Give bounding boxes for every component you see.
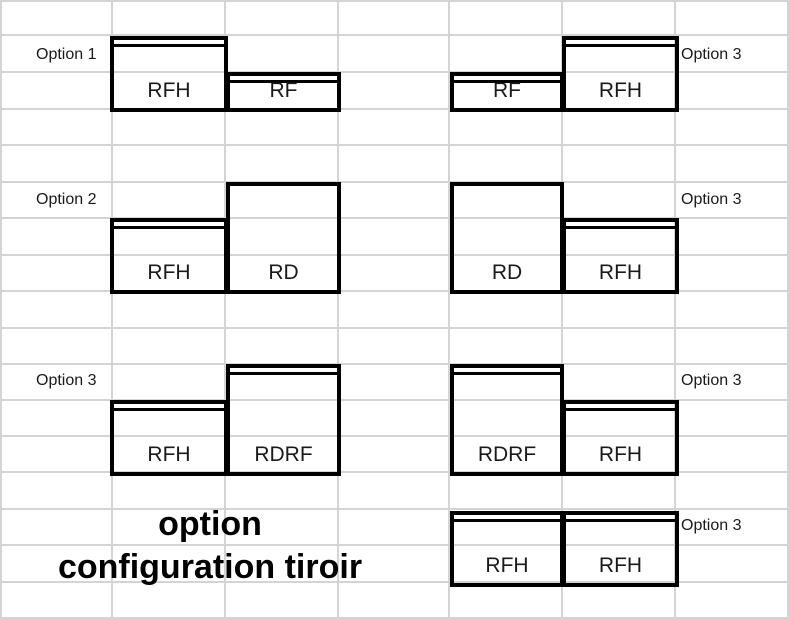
option-label-right-option-3-c: Option 3	[681, 372, 742, 389]
drawer-lip-line	[114, 226, 224, 229]
drawer-lip-line	[230, 80, 337, 83]
drawer-label: RFH	[598, 443, 643, 466]
drawer-lip-line	[114, 408, 224, 411]
gridline-row-4	[0, 144, 789, 146]
drawer-label: RF	[269, 79, 298, 102]
drawer-label: RDRF	[254, 443, 313, 466]
drawer-box-rfh-3-1[interactable]: RFH	[562, 218, 679, 294]
drawer-box-rd-2-1[interactable]: RD	[226, 182, 341, 294]
gridline-row-5	[0, 181, 789, 183]
drawer-lip-line	[566, 44, 675, 47]
drawer-label: RDRF	[477, 443, 537, 466]
drawer-box-rdrf-5-0[interactable]: RDRF	[450, 364, 564, 476]
drawer-label: RFH	[485, 554, 529, 577]
option-label-right-option-3-d: Option 3	[681, 517, 742, 534]
gridline-row-9	[0, 327, 789, 329]
option-label-left-option-2: Option 2	[36, 191, 97, 208]
option-label-left-option-3: Option 3	[36, 372, 97, 389]
drawer-label: RFH	[598, 79, 643, 102]
drawer-box-rd-3-0[interactable]: RD	[450, 182, 564, 294]
option-label-left-option-1: Option 1	[36, 46, 97, 63]
drawer-box-rf-1-0[interactable]: RF	[450, 72, 564, 112]
option-label-right-option-3-a: Option 3	[681, 46, 742, 63]
drawer-lip-line	[566, 408, 675, 411]
drawer-label: RFH	[147, 79, 191, 102]
drawer-lip-line	[454, 519, 560, 522]
drawer-box-rfh-1-1[interactable]: RFH	[562, 36, 679, 112]
drawer-lip-line	[454, 80, 560, 83]
drawer-lip-line	[114, 44, 224, 47]
drawer-box-rfh-2-0[interactable]: RFH	[110, 218, 228, 294]
drawer-label: RFH	[147, 261, 191, 284]
drawer-label: RFH	[147, 443, 191, 466]
drawer-box-rdrf-4-1[interactable]: RDRF	[226, 364, 341, 476]
caption-line-2: configuration tiroir	[57, 548, 363, 586]
gridline-col-0	[0, 0, 2, 619]
option-label-right-option-3-b: Option 3	[681, 191, 742, 208]
caption-line-1: option	[158, 505, 262, 543]
drawer-box-rfh-0-0[interactable]: RFH	[110, 36, 228, 112]
drawer-lip-line	[230, 372, 337, 375]
gridline-row-0	[0, 0, 789, 2]
drawer-label: RD	[491, 261, 523, 284]
drawer-label: RD	[268, 261, 299, 284]
drawer-label: RFH	[598, 261, 643, 284]
gridline-row-10	[0, 363, 789, 365]
drawer-box-rfh-6-1[interactable]: RFH	[562, 511, 679, 587]
drawer-box-rf-0-1[interactable]: RF	[226, 72, 341, 112]
drawer-box-rfh-4-0[interactable]: RFH	[110, 400, 228, 476]
drawer-lip-line	[454, 372, 560, 375]
drawer-box-rfh-5-1[interactable]: RFH	[562, 400, 679, 476]
drawer-label: RFH	[598, 554, 643, 577]
drawer-box-rfh-6-0[interactable]: RFH	[450, 511, 564, 587]
drawer-lip-line	[566, 519, 675, 522]
drawer-label: RF	[493, 79, 521, 102]
drawer-lip-line	[566, 226, 675, 229]
